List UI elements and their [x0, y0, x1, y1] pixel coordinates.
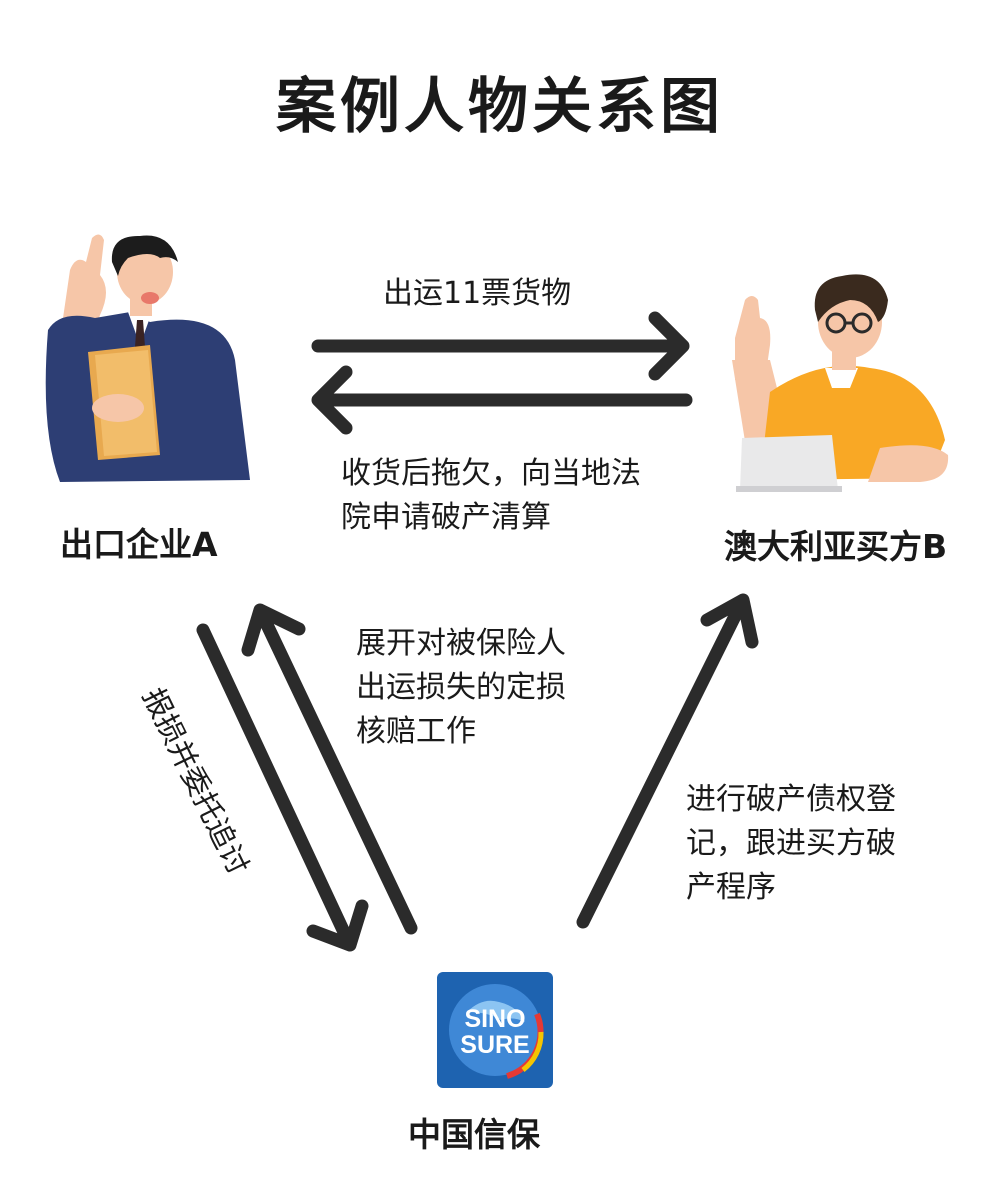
- page-title: 案例人物关系图: [276, 72, 724, 142]
- arrow-exporter-to-insurer: [196, 623, 369, 952]
- label-claims: 展开对被保险人 出运损失的定损 核赔工作: [356, 626, 566, 749]
- label-bankruptcy: 进行破产债权登 记，跟进买方破 产程序: [686, 782, 896, 905]
- arrows: [196, 311, 759, 952]
- party-insurer: 中国信保: [408, 1115, 540, 1154]
- label-default: 收货后拖欠，向当地法 院申请破产清算: [341, 456, 641, 535]
- party-exporter: 出口企业A: [60, 525, 218, 564]
- arrow-insurer-to-exporter: [241, 603, 418, 935]
- arrow-insurer-to-buyer: [576, 593, 759, 929]
- exporter-figure: [45, 234, 250, 482]
- label-shipment: 出运11票货物: [383, 276, 572, 311]
- arrow-exporter-to-buyer: [311, 311, 690, 381]
- sinosure-logo: SINO SURE: [437, 972, 553, 1088]
- buyer-figure: [732, 274, 949, 492]
- party-buyer: 澳大利亚买方B: [724, 527, 948, 566]
- arrow-buyer-to-exporter: [311, 365, 693, 435]
